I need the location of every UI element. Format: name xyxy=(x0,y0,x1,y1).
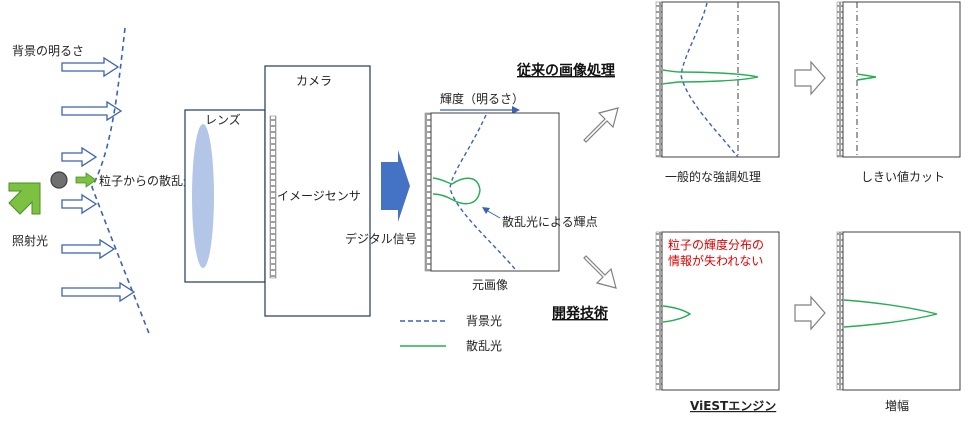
background-light-wave xyxy=(91,27,151,337)
original-scatter-curve xyxy=(432,177,481,205)
general-enhance-label: 一般的な強調処理 xyxy=(665,169,761,184)
amplify-label: 増幅 xyxy=(885,398,909,413)
legend-background-label: 背景光 xyxy=(466,314,502,328)
bright-spot-pointer-head xyxy=(482,207,490,214)
legend: 背景光 散乱光 xyxy=(400,314,502,353)
scatter-arrow-icon xyxy=(75,172,97,188)
particle xyxy=(50,171,68,189)
bg-arrow-2 xyxy=(61,100,123,122)
background-brightness-label: 背景の明るさ xyxy=(12,44,84,58)
original-image-sensor xyxy=(424,112,432,272)
viest-engine-label: ViESTエンジン xyxy=(690,399,776,413)
viest-panel xyxy=(661,231,780,391)
illumination-label: 照射光 xyxy=(12,233,48,248)
digital-signal-arrow-icon xyxy=(381,150,410,222)
bg-arrow-5 xyxy=(61,238,116,260)
enhance-background-curve xyxy=(680,2,739,158)
camera-image-sensor xyxy=(269,115,277,279)
bg-arrow-6 xyxy=(61,281,136,303)
conventional-route-arrow xyxy=(583,107,619,143)
enhance-scatter-curve xyxy=(662,69,759,85)
bright-spot-label: 散乱光による輝点 xyxy=(502,214,598,229)
amplify-sensor xyxy=(836,231,844,391)
original-image-panel xyxy=(430,112,560,272)
particle-scatter-label: 粒子からの散乱光 xyxy=(99,173,195,188)
bg-arrow-4 xyxy=(61,193,98,215)
camera-label: カメラ xyxy=(296,74,332,88)
conventional-heading: 従来の画像処理 xyxy=(516,62,615,79)
viest-sensor xyxy=(655,231,663,391)
brightness-axis-arrowhead xyxy=(512,106,520,114)
original-image-label: 元画像 xyxy=(472,278,508,292)
legend-scatter-label: 散乱光 xyxy=(466,338,502,353)
illumination-arrow-icon xyxy=(8,182,41,215)
brightness-axis-label: 輝度（明るさ） xyxy=(440,91,524,106)
amplify-panel xyxy=(842,231,961,391)
lens-label: レンズ xyxy=(205,112,241,127)
developed-route-arrow xyxy=(583,255,617,289)
lens-shape xyxy=(192,124,214,268)
developed-heading: 開発技術 xyxy=(552,305,608,322)
enhance-sensor xyxy=(655,1,663,158)
bg-arrow-3 xyxy=(61,146,98,168)
threshold-sensor xyxy=(836,1,844,158)
image-sensor-label: イメージセンサ xyxy=(277,189,361,203)
developed-step-arrow xyxy=(794,295,826,331)
bright-spot-pointer xyxy=(485,209,501,219)
info-preserved-line-1: 粒子の輝度分布の xyxy=(668,237,764,252)
viest-scatter-curve xyxy=(662,305,692,323)
conventional-step-arrow xyxy=(794,60,826,96)
bg-arrow-1 xyxy=(61,56,120,78)
amplify-scatter-curve xyxy=(843,299,938,328)
threshold-cut-label: しきい値カット xyxy=(861,169,945,184)
camera-box xyxy=(264,65,371,317)
digital-signal-label: デジタル信号 xyxy=(345,231,417,246)
threshold-scatter-curve xyxy=(856,73,877,81)
info-preserved-line-2: 情報が失われない xyxy=(668,253,763,268)
background-light-arrows xyxy=(61,56,136,303)
enhance-panel xyxy=(661,1,780,158)
